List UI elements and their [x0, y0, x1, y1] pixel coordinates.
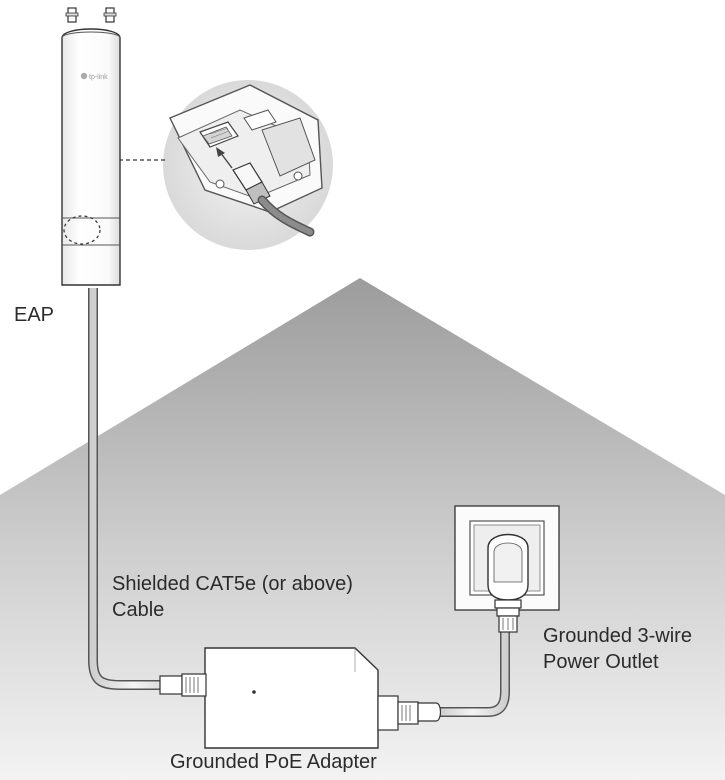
- port-zoom-inset: [163, 80, 333, 250]
- ethernet-port-icon: [199, 121, 239, 148]
- svg-text:tp-link: tp-link: [89, 74, 108, 81]
- outlet-label-line1: Grounded 3-wire: [543, 625, 692, 647]
- house-silhouette: [0, 278, 725, 780]
- power-connector-icon: [377, 695, 442, 731]
- outlet-label-line2: Power Outlet: [543, 651, 659, 673]
- cable-label-line2: Cable: [112, 599, 165, 621]
- power-plug-icon: [487, 533, 529, 633]
- cable-label: Shielded CAT5e (or above) Cable: [112, 571, 353, 623]
- outlet-label: Grounded 3-wire Power Outlet: [543, 623, 692, 675]
- cable-label-line1: Shielded CAT5e (or above): [112, 573, 353, 595]
- rj45-connector-icon: [159, 673, 207, 697]
- poe-adapter: [204, 647, 379, 749]
- eap-label: EAP: [14, 304, 55, 326]
- adapter-label: Grounded PoE Adapter: [170, 751, 377, 773]
- tp-link-logo: tp-link: [80, 72, 108, 81]
- eap-device: tp-link: [61, 7, 121, 286]
- antenna-icon: [65, 7, 117, 23]
- port-location-marker: [63, 215, 101, 245]
